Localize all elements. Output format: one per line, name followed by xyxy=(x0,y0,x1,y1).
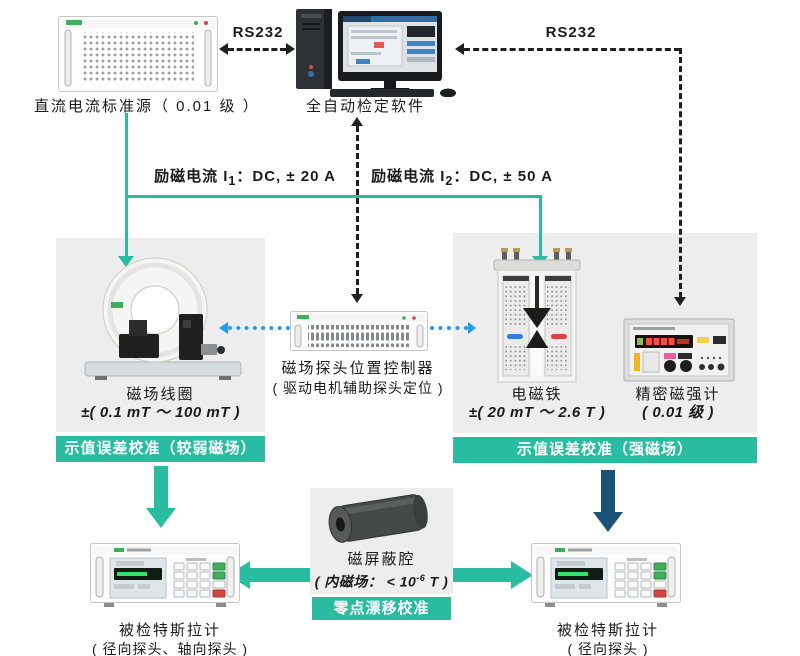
excitation-i2-subscript: 2 xyxy=(445,174,454,188)
strong-station-to-dut-arrow-head xyxy=(593,512,623,532)
dut-right-label: 被检特斯拉计 xyxy=(556,622,659,639)
rs232-left-link xyxy=(228,48,286,51)
electromagnet-label: 电磁铁 xyxy=(511,386,563,403)
dut-left-image xyxy=(90,543,240,607)
software-label: 全自动检定软件 xyxy=(305,98,425,115)
probe-controller-sublabel: ( 驱动电机辅助探头定位 ) xyxy=(272,380,444,396)
rs232-right-arrowhead-left xyxy=(455,43,464,55)
electromagnet-range-label: ±( 20 mT ～ 2.6 T ) xyxy=(468,404,606,421)
rs232-left-label: RS232 xyxy=(232,24,284,41)
strong-field-banner: 示值误差校准（强磁场） xyxy=(453,437,757,463)
field-coil-label: 磁场线圈 xyxy=(126,386,195,403)
probe-position-link-left xyxy=(228,326,290,330)
excitation-i1-value: ：DC, ± 20 A xyxy=(236,168,336,185)
dc-source-label: 直流电流标准源（ 0.01 级 ） xyxy=(34,98,260,115)
strong-station-to-dut-arrow-shaft xyxy=(601,470,615,512)
shield-field-suffix: T ) xyxy=(425,573,449,590)
magnetic-shield-field-label: ( 内磁场： < 10-6 T ) xyxy=(300,569,463,591)
dut-left-label: 被检特斯拉计 xyxy=(118,622,221,639)
magnetic-shield-image xyxy=(328,494,428,543)
magnetometer-image xyxy=(623,318,735,382)
dut-right-image xyxy=(531,543,681,607)
weak-station-to-dut-arrow-shaft xyxy=(154,466,168,508)
rs232-right-link-horizontal xyxy=(464,48,680,51)
field-coil-range-label: ±( 0.1 mT ～ 100 mT ) xyxy=(80,404,241,421)
rs232-right-arrowhead-down xyxy=(674,297,686,306)
weak-station-to-dut-arrow-head xyxy=(146,508,176,528)
excitation-bus-line-horizontal xyxy=(125,195,542,198)
excitation-i1-prefix: 励磁电流 I xyxy=(154,168,229,185)
controller-link-arrowhead-down xyxy=(351,294,363,303)
probe-controller-label: 磁场探头位置控制器 xyxy=(281,360,435,377)
rs232-right-label: RS232 xyxy=(545,24,597,41)
probe-position-arrowhead-right xyxy=(468,322,476,334)
excitation-bus-line-right-vertical xyxy=(539,195,542,258)
magnetic-shield-label: 磁屏蔽腔 xyxy=(347,551,416,568)
rs232-left-arrowhead-left xyxy=(219,43,228,55)
zero-drift-banner: 零点漂移校准 xyxy=(312,597,451,620)
dc-current-source-image xyxy=(58,16,218,92)
excitation-arrow-into-coil xyxy=(118,256,134,267)
shield-to-left-dut-arrow-shaft xyxy=(250,568,310,582)
shield-field-exponent: -6 xyxy=(416,573,426,583)
rs232-right-link-vertical xyxy=(679,48,682,298)
electromagnet-image xyxy=(493,248,581,383)
weak-field-banner: 示值误差校准（较弱磁场） xyxy=(56,436,265,462)
controller-link-arrowhead-up xyxy=(351,117,363,126)
field-coil-image xyxy=(84,257,242,380)
excitation-i2-value: ：DC, ± 50 A xyxy=(453,168,553,185)
probe-controller-image xyxy=(290,311,428,351)
excitation-i1-subscript: 1 xyxy=(228,174,237,188)
rs232-left-arrowhead-right xyxy=(286,43,295,55)
probe-position-arrowhead-left xyxy=(219,322,228,334)
excitation-current-2-label: 励磁电流 I2：DC, ± 50 A xyxy=(357,168,567,190)
excitation-i2-prefix: 励磁电流 I xyxy=(371,168,446,185)
probe-position-link-right xyxy=(430,326,468,330)
dut-right-sublabel: ( 径向探头 ) xyxy=(567,641,649,656)
excitation-current-1-label: 励磁电流 I1：DC, ± 20 A xyxy=(140,168,350,190)
excitation-bus-line-left-vertical xyxy=(125,113,128,258)
shield-to-right-dut-arrow-shaft xyxy=(453,568,511,582)
magnetometer-class-label: ( 0.01 级 ) xyxy=(642,404,714,421)
computer-image xyxy=(296,9,456,97)
controller-link-line xyxy=(356,126,359,294)
magnetometer-label: 精密磁强计 xyxy=(635,386,721,403)
shield-field-prefix: ( 内磁场： < 10 xyxy=(314,573,417,590)
dut-left-sublabel: ( 径向探头、轴向探头 ) xyxy=(91,641,249,656)
shield-to-right-dut-arrow-head xyxy=(511,561,533,589)
